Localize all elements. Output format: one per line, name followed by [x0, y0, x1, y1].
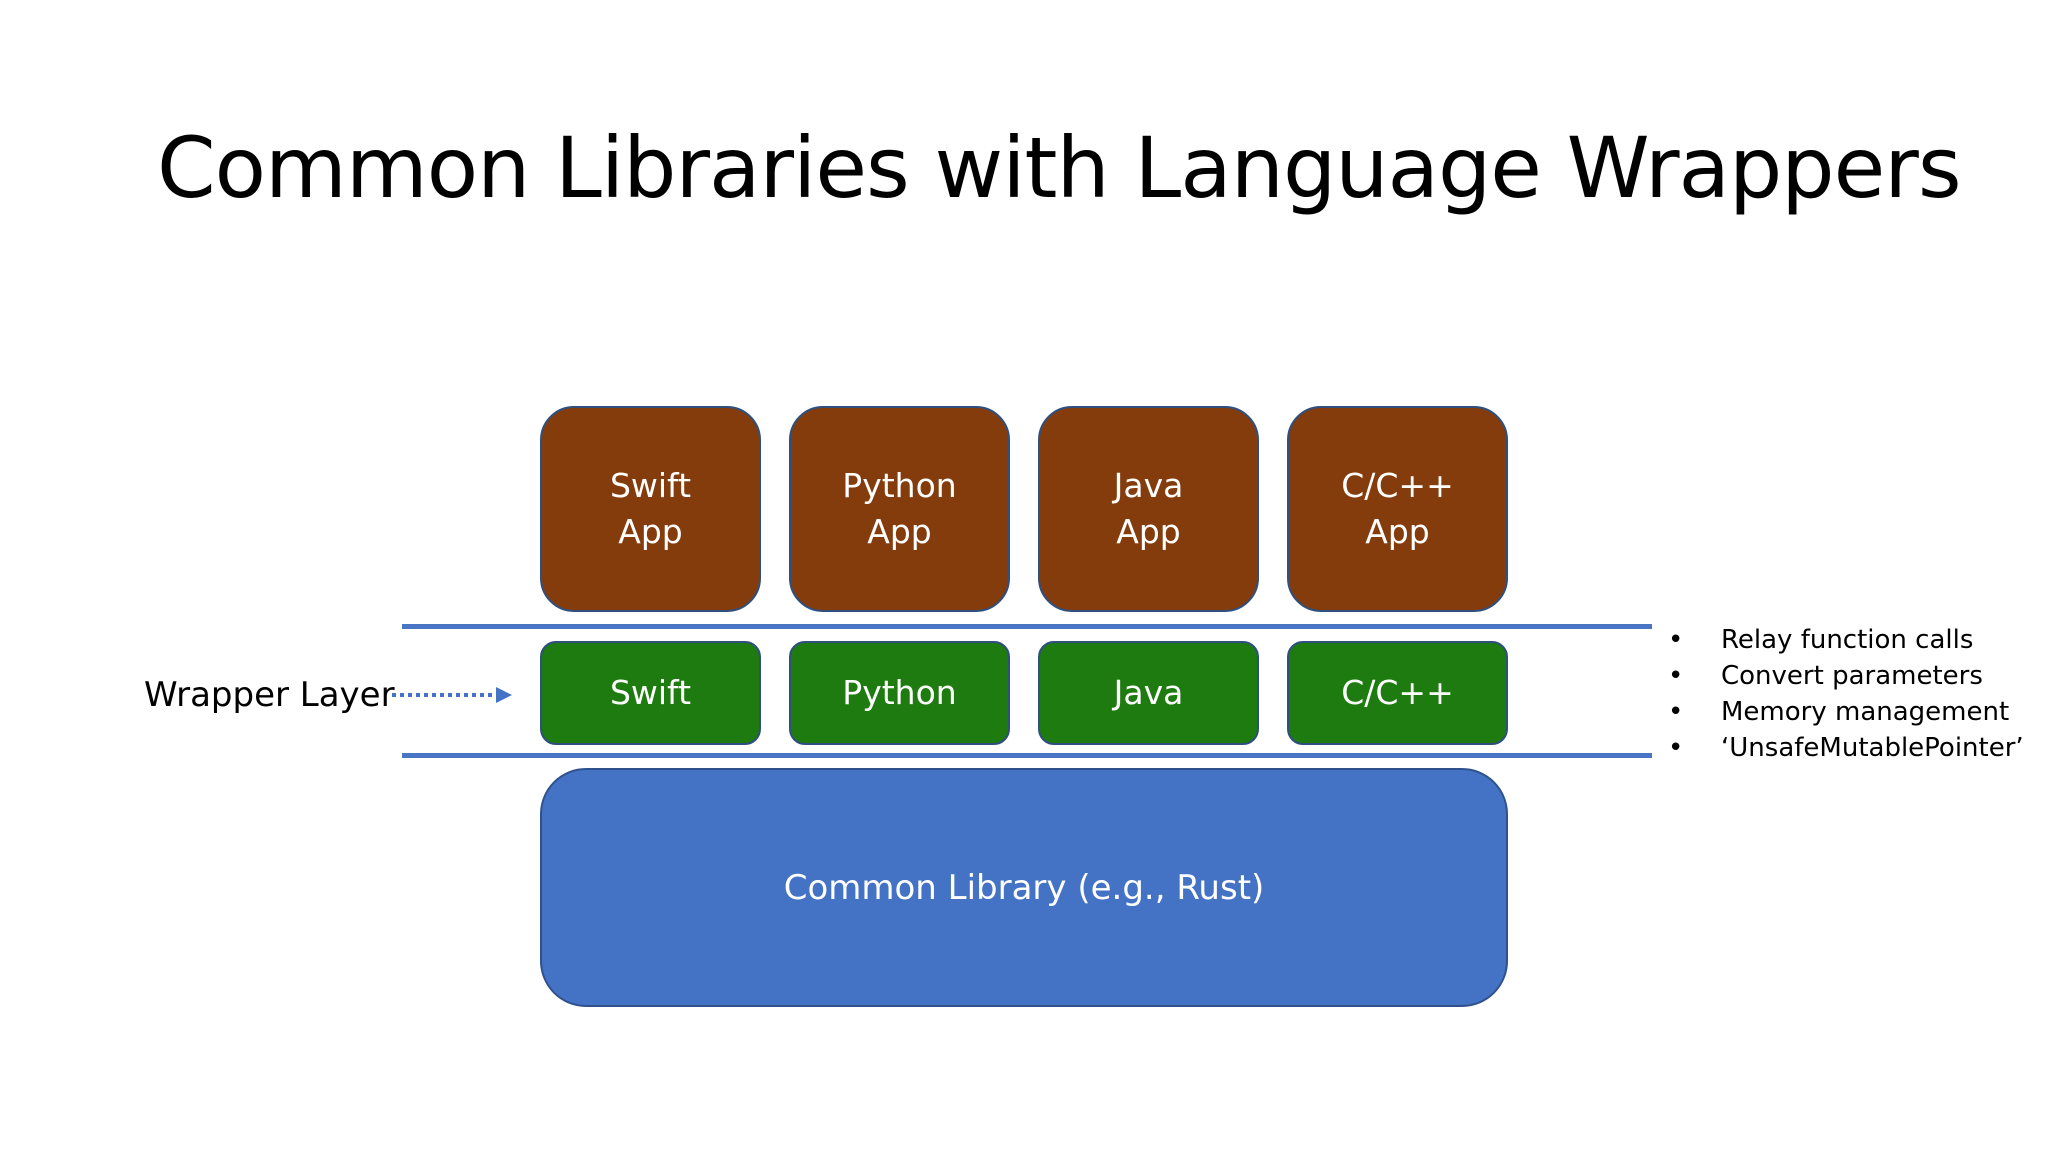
slide-title: Common Libraries with Language Wrappers: [157, 119, 1962, 217]
java-app-label-line2: App: [1116, 512, 1181, 551]
wrapper-note-item: • ‘UnsafeMutablePointer’: [1664, 730, 2024, 766]
cpp-wrapper-label: C/C++: [1341, 673, 1454, 712]
wrapper-note-item: • Relay function calls: [1664, 622, 2024, 658]
wrapper-note-text: Memory management: [1721, 697, 2010, 727]
java-app-box: Java App: [1038, 406, 1259, 612]
swift-wrapper-box: Swift: [540, 641, 761, 745]
cpp-wrapper-box: C/C++: [1287, 641, 1508, 745]
wrapper-note-item: • Memory management: [1664, 694, 2024, 730]
cpp-app-label-line1: C/C++: [1341, 466, 1454, 505]
swift-app-label-line2: App: [618, 512, 683, 551]
bullet-icon: •: [1668, 733, 1684, 763]
swift-app-box: Swift App: [540, 406, 761, 612]
wrapper-layer-label: Wrapper Layer: [144, 675, 395, 715]
java-wrapper-label: Java: [1113, 673, 1184, 712]
cpp-app-box: C/C++ App: [1287, 406, 1508, 612]
swift-app-label-line1: Swift: [609, 466, 692, 505]
common-library-box: Common Library (e.g., Rust): [540, 768, 1508, 1007]
wrapper-notes-list: • Relay function calls • Convert paramet…: [1664, 622, 2024, 766]
common-library-label: Common Library (e.g., Rust): [783, 867, 1265, 908]
python-app-label-line2: App: [867, 512, 932, 551]
java-wrapper-box: Java: [1038, 641, 1259, 745]
python-wrapper-label: Python: [842, 673, 957, 712]
python-app-label-line1: Python: [842, 466, 957, 505]
wrapper-note-text: Convert parameters: [1721, 661, 1983, 691]
wrapper-layer-top-line: [402, 624, 1652, 629]
python-wrapper-box: Python: [789, 641, 1010, 745]
dotted-arrow-icon: [392, 687, 512, 703]
python-app-box: Python App: [789, 406, 1010, 612]
bullet-icon: •: [1668, 697, 1684, 727]
wrapper-note-text: Relay function calls: [1721, 625, 1974, 655]
wrapper-note-item: • Convert parameters: [1664, 658, 2024, 694]
bullet-icon: •: [1668, 625, 1684, 655]
wrapper-layer-bottom-line: [402, 753, 1652, 758]
bullet-icon: •: [1668, 661, 1684, 691]
swift-wrapper-label: Swift: [609, 673, 692, 712]
wrapper-note-text: ‘UnsafeMutablePointer’: [1721, 733, 2024, 763]
java-app-label-line1: Java: [1113, 466, 1184, 505]
cpp-app-label-line2: App: [1365, 512, 1430, 551]
